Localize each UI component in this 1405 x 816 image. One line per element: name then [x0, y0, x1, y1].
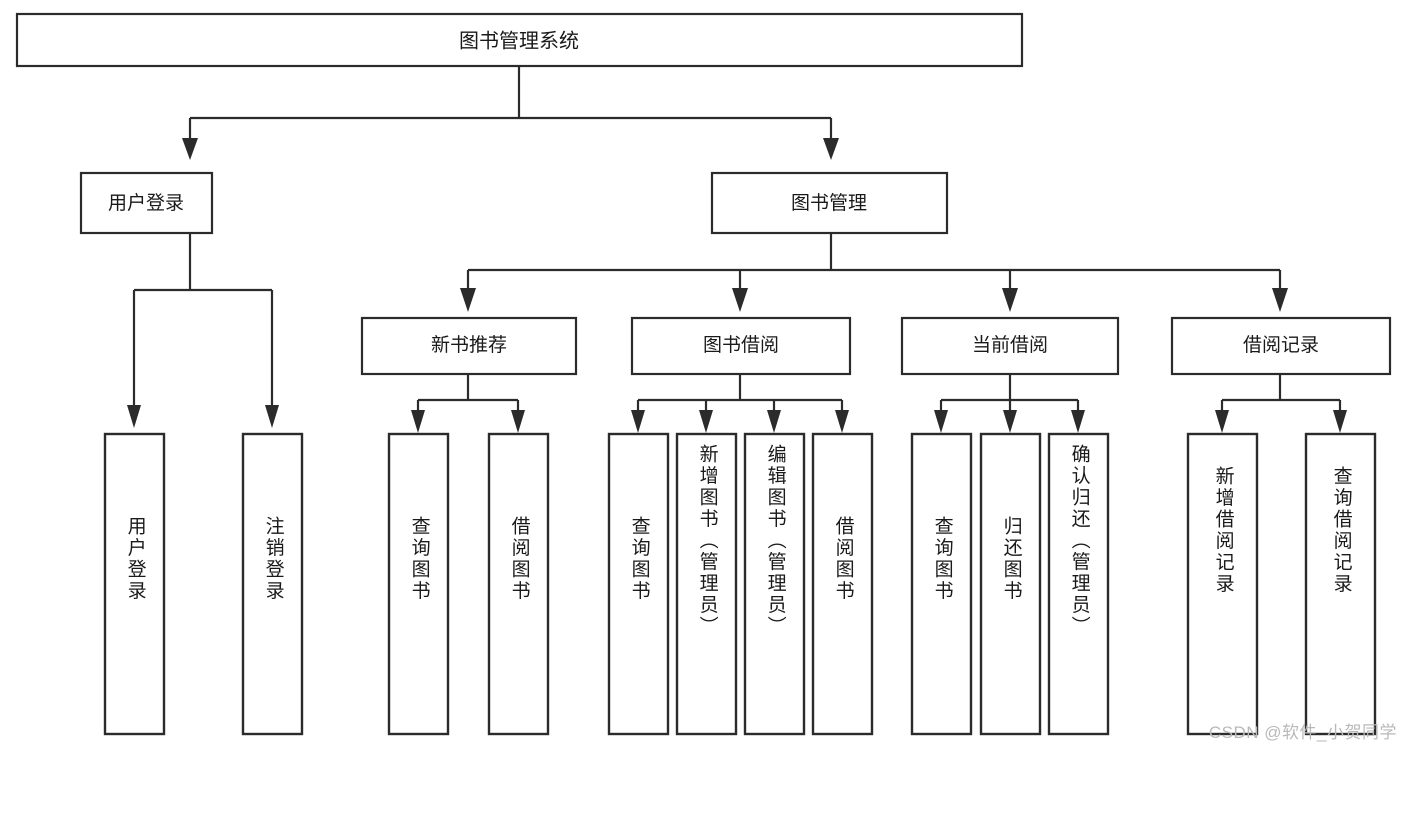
- node-book-manage-box[interactable]: [710, 171, 949, 235]
- arrowhead-book-borrow-leaf1: [631, 410, 645, 433]
- connector-group-current-borrow: [934, 374, 1085, 433]
- leaf-box-user-login-2[interactable]: [241, 432, 304, 736]
- leaf-box-book-borrow-4[interactable]: [811, 432, 874, 736]
- node-new-book-recommend-box[interactable]: [360, 316, 578, 376]
- arrowhead-current-borrow-leaf3: [1071, 410, 1085, 433]
- node-book-borrow[interactable]: 图书借阅: [630, 316, 852, 376]
- node-user-login-label: 用户登录: [108, 192, 184, 214]
- connector-group-book-borrow: [631, 374, 849, 433]
- arrowhead-new-book-leaf2: [511, 410, 525, 433]
- arrowhead-book-borrow-leaf3: [767, 410, 781, 433]
- leaf-box-current-borrow-2[interactable]: [979, 432, 1042, 736]
- arrowhead-user-login-leaf1: [127, 405, 141, 428]
- arrowhead-user-login: [182, 138, 198, 160]
- node-new-book-recommend-label: 新书推荐: [431, 334, 507, 356]
- leaf-box-book-borrow-1[interactable]: [607, 432, 670, 736]
- leaf-box-current-borrow-1[interactable]: [910, 432, 973, 736]
- leaf-box-user-login-1[interactable]: [103, 432, 166, 736]
- leaf-box-new-book-1[interactable]: [387, 432, 450, 736]
- node-borrow-record-label: 借阅记录: [1243, 334, 1319, 356]
- node-borrow-record-box[interactable]: [1170, 316, 1392, 376]
- leaf-box-book-borrow-2[interactable]: [675, 432, 738, 736]
- arrowhead-borrow-record-leaf2: [1333, 410, 1347, 433]
- connector-group-user-login: [127, 233, 279, 428]
- arrowhead-book-manage: [823, 138, 839, 160]
- watermark-text: CSDN @软件_小贺同学: [1208, 723, 1397, 742]
- node-book-borrow-label: 图书借阅: [703, 334, 779, 356]
- node-user-login[interactable]: 用户登录: [79, 171, 214, 235]
- arrowhead-current-borrow-leaf2: [1003, 410, 1017, 433]
- arrowhead-current-borrow-leaf1: [934, 410, 948, 433]
- leaf-box-new-book-2[interactable]: [487, 432, 550, 736]
- node-current-borrow-box[interactable]: [900, 316, 1120, 376]
- arrowhead-borrow-record-leaf1: [1215, 410, 1229, 433]
- node-root-label: 图书管理系统: [459, 29, 579, 52]
- node-current-borrow-label: 当前借阅: [972, 334, 1048, 356]
- arrowhead-book-borrow-leaf2: [699, 410, 713, 433]
- node-current-borrow[interactable]: 当前借阅: [900, 316, 1120, 376]
- node-root-box[interactable]: [15, 12, 1024, 68]
- arrowhead-user-login-leaf2: [265, 405, 279, 428]
- leaf-box-borrow-record-1[interactable]: [1186, 432, 1259, 736]
- node-book-manage-label: 图书管理: [791, 192, 867, 214]
- leaf-box-current-borrow-3[interactable]: [1047, 432, 1110, 736]
- leaf-box-borrow-record-2[interactable]: [1304, 432, 1377, 736]
- leaf-box-book-borrow-3[interactable]: [743, 432, 806, 736]
- arrowhead-new-book-leaf1: [411, 410, 425, 433]
- node-book-borrow-box[interactable]: [630, 316, 852, 376]
- connector-group-root: [182, 66, 839, 160]
- connector-group-new-book: [411, 374, 525, 433]
- node-user-login-box[interactable]: [79, 171, 214, 235]
- arrowhead-book-borrow: [732, 288, 748, 312]
- node-borrow-record[interactable]: 借阅记录: [1170, 316, 1392, 376]
- connector-group-book-manage: [460, 233, 1288, 312]
- arrowhead-book-borrow-leaf4: [835, 410, 849, 433]
- arrowhead-borrow-record: [1272, 288, 1288, 312]
- arrowhead-current-borrow: [1002, 288, 1018, 312]
- node-root[interactable]: 图书管理系统: [15, 12, 1024, 68]
- connector-group-borrow-record: [1215, 374, 1347, 433]
- arrowhead-new-book: [460, 288, 476, 312]
- node-book-manage[interactable]: 图书管理: [710, 171, 949, 235]
- flowchart-diagram: 图书管理系统 用户登录 图书管理 新书推荐 图书借阅 当前借阅 借阅记录: [15, 12, 1397, 742]
- tree-svg-canvas: 图书管理系统 用户登录 图书管理 新书推荐 图书借阅 当前借阅 借阅记录: [15, 12, 1392, 736]
- node-new-book-recommend[interactable]: 新书推荐: [360, 316, 578, 376]
